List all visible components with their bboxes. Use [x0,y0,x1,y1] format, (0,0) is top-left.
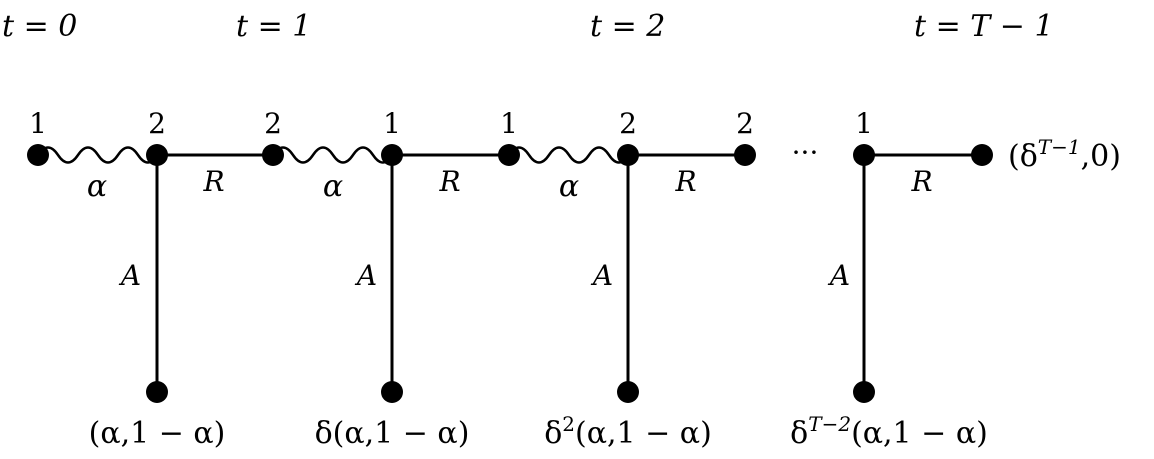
decision-node-6 [734,144,756,166]
chance-edge-1 [36,146,159,164]
decision-node-0 [27,144,49,166]
terminal-node-2 [381,381,403,403]
decision-node-4 [498,144,520,166]
terminal-node-4 [853,381,875,403]
decision-node-7 [853,144,875,166]
right-label-3: R [674,165,696,198]
payoff-label-4: δT−2(α,1 − α) [790,412,988,451]
accept-label-2: A [354,259,377,292]
chance-label-2: α [323,169,343,204]
chance-label-1: α [87,169,107,204]
player-label-3: 1 [383,107,401,140]
payoff-label-final: (δT−1,0) [1008,135,1121,174]
player-label-0: 1 [29,107,47,140]
payoff-label-2: δ(α,1 − α) [315,416,470,451]
right-label-1: R [202,165,224,198]
decision-node-2 [262,144,284,166]
decision-node-5 [617,144,639,166]
terminal-node-1 [146,381,168,403]
time-label-t2: t = 2 [590,9,665,44]
chance-edge-2 [271,146,394,164]
decision-node-1 [146,144,168,166]
time-label-t1: t = 1 [236,9,311,44]
time-label-t0: t = 0 [2,9,77,44]
player-label-4: 1 [500,107,518,140]
right-label-2: R [438,165,460,198]
right-label-4: R [910,165,932,198]
player-label-1: 2 [148,107,166,140]
accept-label-3: A [590,259,613,292]
player-label-6: 2 [736,107,754,140]
payoff-label-1: (α,1 − α) [89,416,226,451]
terminal-node-3 [617,381,639,403]
time-label-tlast: t = T − 1 [914,9,1054,44]
player-label-7: 1 [855,107,873,140]
chance-edge-3 [507,146,630,164]
accept-label-1: A [118,259,141,292]
accept-label-4: A [827,259,850,292]
chance-label-3: α [559,169,579,204]
decision-node-3 [381,144,403,166]
player-label-2: 2 [264,107,282,140]
payoff-label-3: δ2(α,1 − α) [544,412,712,451]
ellipsis: ··· [792,136,819,169]
player-label-5: 2 [619,107,637,140]
terminal-node-final [971,144,993,166]
